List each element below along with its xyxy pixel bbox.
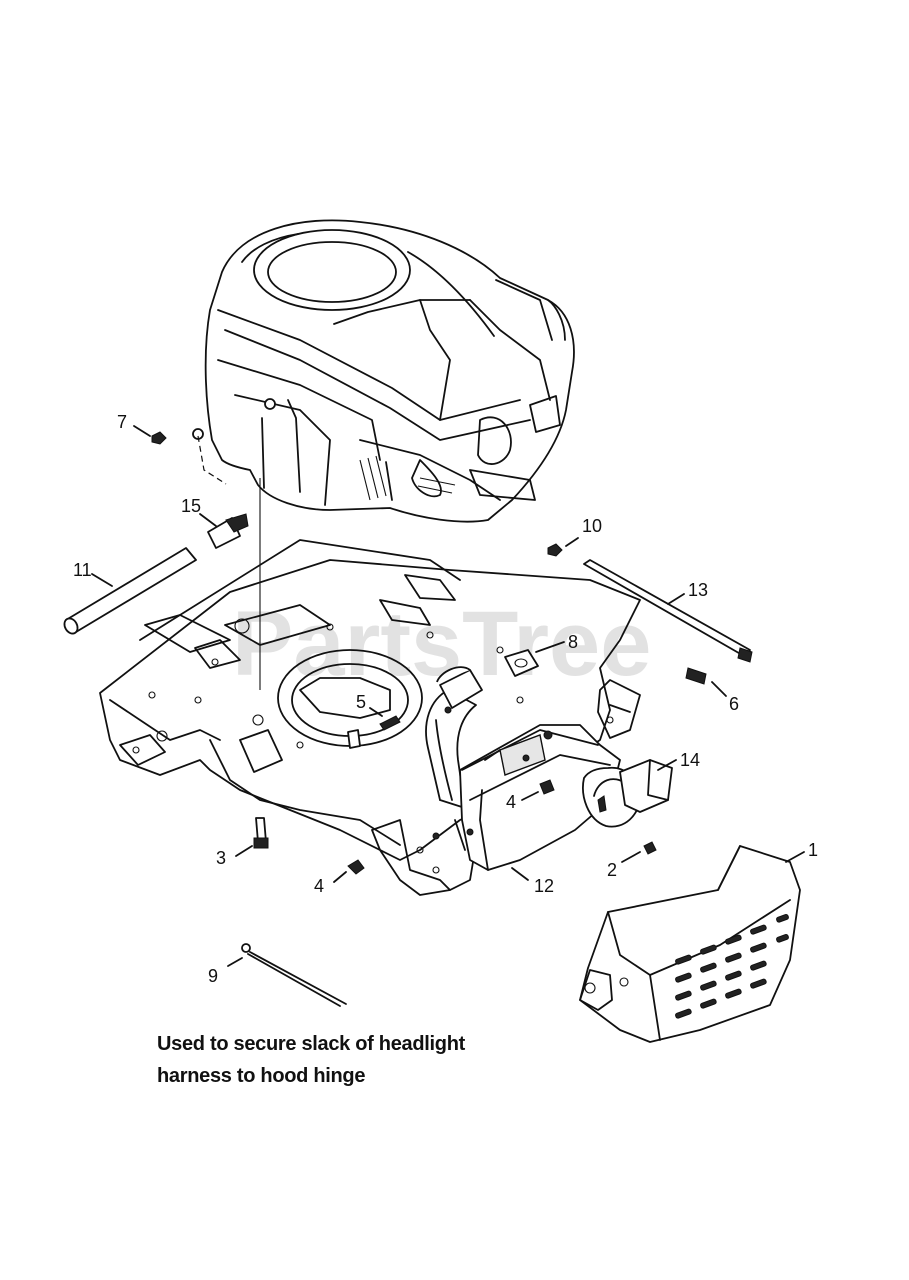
nut-icon (547, 543, 563, 557)
harness-note: Used to secure slack of headlight harnes… (157, 1028, 477, 1092)
cable-tie-icon (241, 943, 347, 1007)
rod-icon (583, 559, 753, 663)
callout-6: 6 (729, 694, 739, 714)
exhaust-pipe-icon (425, 649, 539, 809)
callout-12: 12 (534, 876, 554, 896)
callout-1: 1 (808, 840, 818, 860)
muffler-guard-icon (579, 845, 801, 1043)
note-line-1: Used to secure slack of headlight (157, 1033, 465, 1055)
screw-icon (643, 841, 657, 855)
callout-leaders (91, 425, 805, 967)
callout-3: 3 (216, 848, 226, 868)
bolt-icon (253, 817, 269, 849)
callout-14: 14 (680, 750, 700, 770)
callout-4-upper: 4 (506, 792, 516, 812)
callout-7: 7 (117, 412, 127, 432)
callout-10: 10 (582, 516, 602, 536)
alignment-line-7 (197, 435, 227, 485)
engine-icon (192, 219, 575, 523)
nut-icon (539, 779, 555, 795)
bolt-icon (347, 715, 401, 749)
callout-11: 11 (73, 560, 92, 580)
callout-2: 2 (607, 860, 617, 880)
nut-icon (347, 859, 365, 875)
nut-icon (151, 431, 167, 445)
callout-15: 15 (181, 496, 201, 516)
fitting-icon (207, 513, 249, 549)
note-line-2: harness to hood hinge (157, 1065, 366, 1087)
rod-icon (63, 547, 197, 635)
spring-icon (685, 667, 707, 685)
callout-4-lower: 4 (314, 876, 324, 896)
callout-5: 5 (356, 692, 366, 712)
callout-9: 9 (208, 966, 218, 986)
callout-8: 8 (568, 632, 578, 652)
muffler-icon (432, 724, 673, 871)
callout-13: 13 (688, 580, 708, 600)
